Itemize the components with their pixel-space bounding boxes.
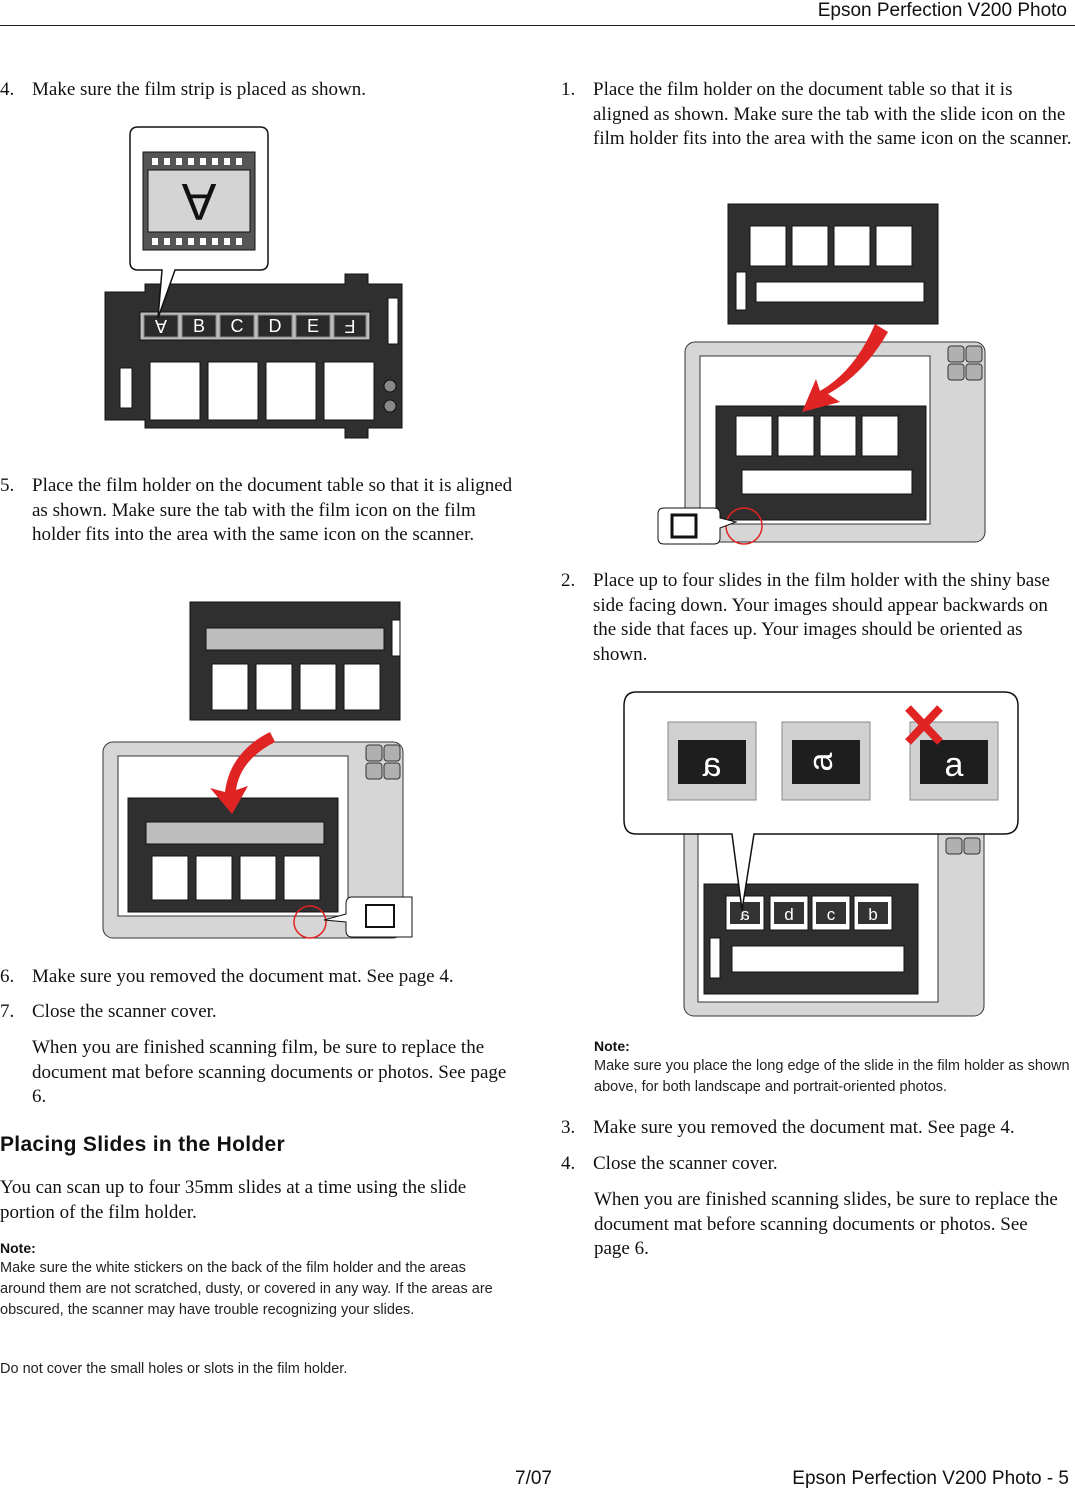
right-note-label: Note: <box>594 1038 630 1054</box>
film-letter-c: C <box>231 316 244 336</box>
slide-letter-a: a <box>740 905 750 924</box>
left-note-text-1: Make sure the white stickers on the back… <box>0 1260 493 1318</box>
step-7-film-paragraph: When you are finished scanning film, be … <box>32 1037 507 1107</box>
callout-letter: A <box>181 172 216 230</box>
step-3-slides: 3. Make sure you removed the document ma… <box>561 1117 1015 1138</box>
step-4-slides: 4. Close the scanner cover. <box>561 1153 778 1174</box>
red-x-icon <box>905 705 943 745</box>
slide-holder-on-table-figure <box>657 203 986 545</box>
film-holder-on-table-figure <box>102 601 413 939</box>
slides-in-holder: a b c d <box>725 895 893 931</box>
film-letter-f: F <box>345 316 356 336</box>
step-5-film: 5. Place the film holder on the document… <box>0 475 513 545</box>
step-2-slides: 2. Place up to four slides in the film h… <box>561 570 1050 665</box>
film-letter-b: B <box>193 316 205 336</box>
step-1-slides: 1. Place the film holder on the document… <box>561 79 1072 149</box>
film-frames: A B C D E F <box>143 314 367 338</box>
step-4-slides-paragraph: When you are finished scanning slides, b… <box>594 1189 1058 1259</box>
slide-examples: a a a <box>667 721 999 801</box>
footer-page-label: Epson Perfection V200 Photo - 5 <box>792 1468 1069 1489</box>
slide-letter-b: b <box>784 905 793 924</box>
step-6-film: 6. Make sure you removed the document ma… <box>0 966 454 987</box>
slides-intro: You can scan up to four 35mm slides at a… <box>0 1177 467 1223</box>
right-note-text: Make sure you place the long edge of the… <box>594 1058 1070 1095</box>
film-letter-e: E <box>307 316 319 336</box>
section-heading: Placing Slides in the Holder <box>0 1133 285 1156</box>
footer-date: 7/07 <box>515 1468 552 1489</box>
slide-example-rotated: a <box>802 752 840 771</box>
slide-letter-c: c <box>827 905 836 924</box>
step-4-film: 4. Make sure the film strip is placed as… <box>0 79 367 100</box>
step-7-film: 7. Close the scanner cover. <box>0 1001 217 1022</box>
film-strip-placement-figure: A B C D E F A <box>104 126 403 439</box>
header-rule <box>0 25 1075 26</box>
left-note-label: Note: <box>0 1240 36 1256</box>
film-letter-a: A <box>155 316 167 336</box>
slide-letter-d: d <box>868 905 877 924</box>
film-letter-d: D <box>269 316 282 336</box>
left-note-text-2: Do not cover the small holes or slots in… <box>0 1361 348 1377</box>
header-title: Epson Perfection V200 Photo <box>817 0 1067 21</box>
slide-example-correct: a <box>702 746 721 784</box>
slide-example-wrong: a <box>945 746 964 784</box>
slide-orientation-figure: a b c d a a a <box>623 691 1019 1017</box>
